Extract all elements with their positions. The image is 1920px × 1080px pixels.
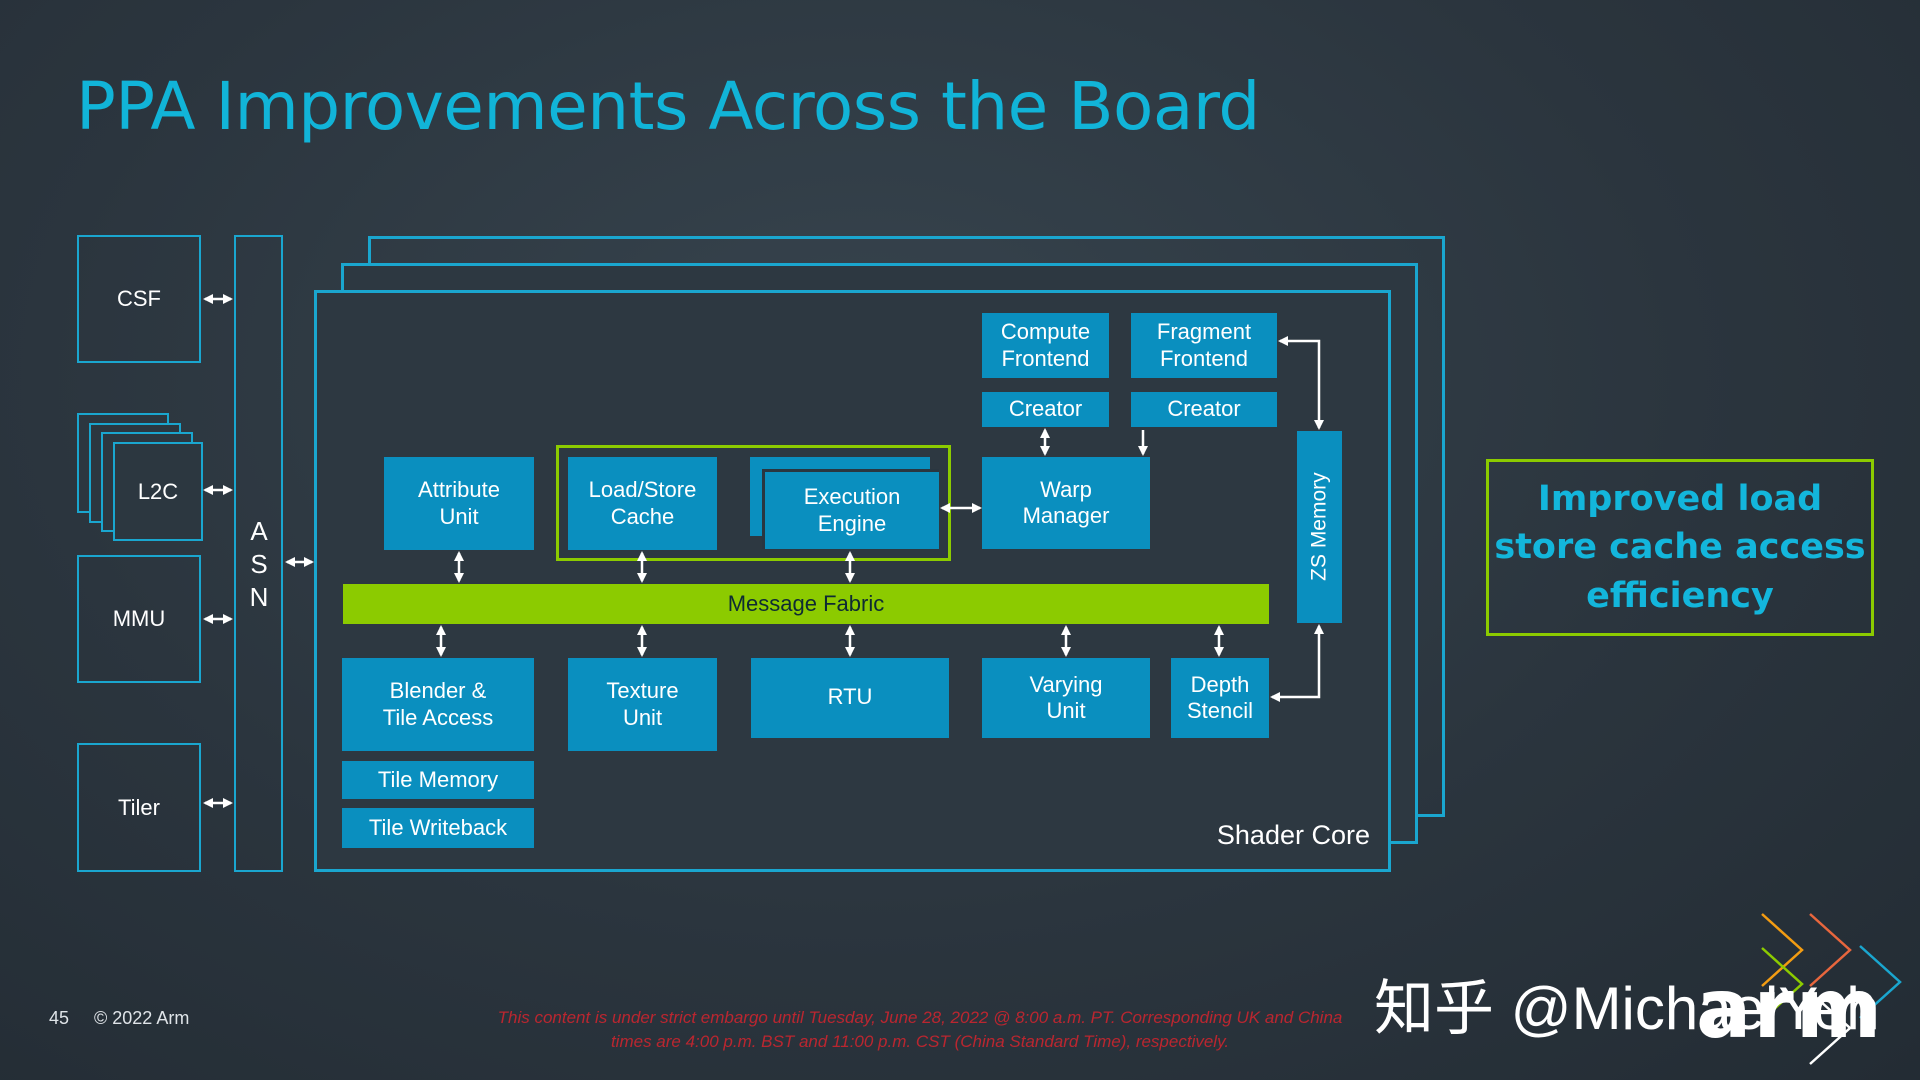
- tile-writeback-block: Tile Writeback: [342, 808, 534, 848]
- shader-core-label: Shader Core: [1216, 820, 1370, 850]
- arrow-fragment-zs: [1278, 336, 1324, 430]
- rtu-label: RTU: [827, 684, 873, 709]
- csf-label: CSF: [117, 286, 161, 311]
- rtu-block: RTU: [751, 658, 949, 738]
- texture-unit-block: Texture Unit: [568, 658, 717, 751]
- fragment-creator-block: Creator: [1131, 392, 1277, 427]
- l2c-label: L2C: [137, 478, 179, 504]
- fragment-frontend-block: Fragment Frontend: [1131, 313, 1277, 378]
- blender-tile-access-block: Blender & Tile Access: [342, 658, 534, 751]
- varying-unit-block: Varying Unit: [982, 658, 1150, 738]
- tile-memory-block: Tile Memory: [342, 761, 534, 799]
- message-fabric-bar: Message Fabric: [343, 584, 1269, 624]
- load-store-cache-block: Load/Store Cache: [568, 457, 717, 550]
- execution-engine-block: Execution Engine: [762, 469, 939, 549]
- embargo-notice: This content is under strict embargo unt…: [497, 1008, 1343, 1052]
- asn-bus: [234, 235, 283, 872]
- zs-memory-block: ZS Memory: [1297, 431, 1342, 623]
- mmu-label: MMU: [112, 606, 166, 631]
- arrow-zs-depth: [1270, 624, 1324, 702]
- l2c-block: L2C: [113, 442, 203, 541]
- callout-text: Improved load store cache access efficie…: [1494, 479, 1866, 616]
- watermark-text: 知乎 @MichaelYeh: [1374, 975, 1880, 1042]
- arm-chevron-graphic: [1761, 913, 1902, 1065]
- depth-stencil-block: Depth Stencil: [1171, 658, 1269, 738]
- copyright: © 2022 Arm: [94, 1008, 190, 1028]
- compute-frontend-block: Compute Frontend: [982, 313, 1109, 378]
- page-number: 45: [49, 1008, 70, 1028]
- arm-logo: arm: [1696, 962, 1884, 1057]
- compute-creator-block: Creator: [982, 392, 1109, 427]
- asn-letter-n: N: [249, 582, 269, 612]
- warp-manager-block: Warp Manager: [982, 457, 1150, 549]
- asn-letter-s: S: [250, 549, 268, 579]
- tiler-label: Tiler: [118, 794, 160, 820]
- attribute-unit-block: Attribute Unit: [384, 457, 534, 550]
- callout-box: Improved load store cache access efficie…: [1486, 459, 1874, 636]
- asn-letter-a: A: [250, 516, 268, 546]
- mmu-block: MMU: [77, 555, 201, 683]
- tiler-block: Tiler: [77, 743, 201, 872]
- page-title: PPA Improvements Across the Board: [76, 68, 1260, 145]
- csf-block: CSF: [77, 235, 201, 363]
